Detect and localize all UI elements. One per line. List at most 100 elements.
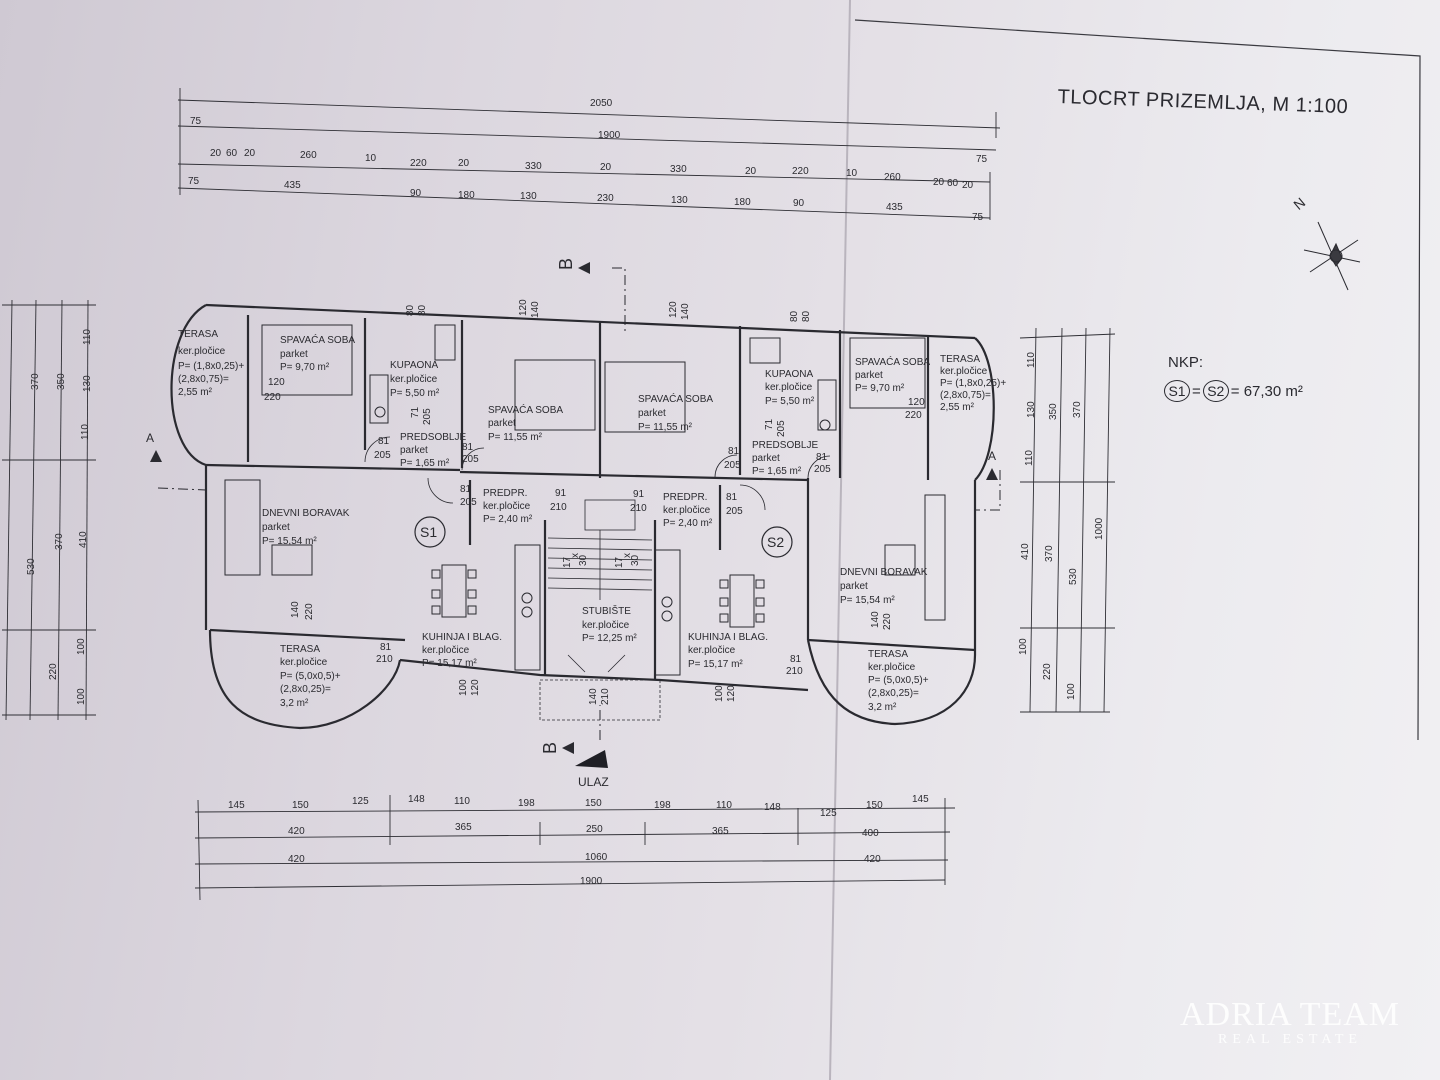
room-floor: parket <box>638 408 666 419</box>
dim-text: 210 <box>550 502 567 513</box>
room-name: PREDSOBLJE <box>752 440 818 451</box>
dim-text: 140 <box>680 303 691 320</box>
section-markers: A A B B <box>146 258 998 768</box>
beds <box>261 324 926 433</box>
dim-text: 205 <box>724 460 741 471</box>
section-lines <box>157 267 1001 740</box>
room-area: 2,55 m² <box>178 387 213 398</box>
dim-text: 90 <box>410 188 422 199</box>
room-area: (2,8x0,75)= <box>940 390 991 401</box>
room-predpr-1: PREDPR. ker.pločice P= 2,40 m² <box>483 488 533 525</box>
dim-text: 60 <box>226 148 238 159</box>
door-dims: 81 205 81 205 81 205 91 210 91 210 81 20… <box>264 299 925 705</box>
room-floor: ker.pločice <box>280 657 328 668</box>
room-floor: parket <box>280 349 308 360</box>
left-dim-text: 110 130 110 370 350 370 530 410 100 220 … <box>26 329 93 705</box>
dim-text: 435 <box>284 180 301 191</box>
equals-sign: = <box>1192 382 1201 400</box>
room-area: P= 15,17 m² <box>688 659 743 670</box>
entrance-label: ULAZ <box>578 775 609 789</box>
dim-text: 20 <box>933 177 945 188</box>
room-floor: parket <box>262 522 290 533</box>
dim-text: 145 <box>912 794 929 805</box>
dim-text: 220 <box>792 166 809 177</box>
paper-fold <box>829 0 851 1080</box>
dim-text: 100 <box>76 688 87 705</box>
dim-text: 75 <box>976 154 988 165</box>
room-stubiste: STUBIŠTE ker.pločice P= 12,25 m² <box>582 604 637 644</box>
dim-text: 20 <box>600 162 612 173</box>
dim-text: 365 <box>712 826 729 837</box>
left-dimensions <box>2 299 96 721</box>
dim-text: 80 <box>789 310 800 322</box>
dim-text: 410 <box>1020 543 1031 560</box>
room-kupaona-1: KUPAONA ker.pločice P= 5,50 m² <box>390 360 440 399</box>
dim-text: 120 <box>908 397 925 408</box>
room-floor: ker.pločice <box>868 662 916 673</box>
bottom-dim-row1: 145 150 125 148 110 198 150 198 110 148 … <box>228 794 929 819</box>
dim-text: 100 <box>1066 683 1077 700</box>
s1-badge: S1 <box>1164 380 1190 402</box>
dim-text: 180 <box>458 190 475 201</box>
room-area: P= 9,70 m² <box>280 362 330 373</box>
dim-text: 180 <box>734 197 751 208</box>
dim-text: 81 <box>790 654 802 665</box>
room-spavaca-1: SPAVAĆA SOBA parket P= 9,70 m² <box>280 333 355 373</box>
dining-table-right <box>719 574 765 628</box>
logo-sub-text: REAL ESTATE <box>1218 1032 1362 1047</box>
room-area: P= 2,40 m² <box>483 514 533 525</box>
dim-text: 145 <box>228 800 245 811</box>
dim-text: 140 <box>290 601 301 618</box>
dim-text: 100 <box>1018 638 1029 655</box>
arrow-up-icon <box>986 468 998 480</box>
room-area: 3,2 m² <box>868 702 897 713</box>
logo-main-text: ADRIA TEAM <box>1180 996 1400 1033</box>
dim-text: 120 <box>268 377 285 388</box>
section-a-left: A <box>146 431 154 445</box>
dim-text: 150 <box>866 800 883 811</box>
dim-text: 260 <box>884 172 901 183</box>
room-area: P= 1,65 m² <box>400 458 450 469</box>
dim-text: 1900 <box>580 876 603 887</box>
dim-text: 420 <box>288 854 305 865</box>
dim-text: 120 <box>470 679 481 696</box>
dim-text: 140 <box>870 611 881 628</box>
room-spavaca-2: SPAVAĆA SOBA parket P= 11,55 m² <box>488 403 563 443</box>
dim-text: 220 <box>410 158 427 169</box>
top-dim-1900: 1900 <box>598 130 621 141</box>
dim-text: 370 <box>30 373 41 390</box>
dim-text: 140 <box>588 688 599 705</box>
room-floor: ker.pločice <box>390 374 438 385</box>
dim-text: 1000 <box>1094 517 1105 540</box>
dim-text: x <box>622 553 633 558</box>
sofas <box>224 479 946 621</box>
dim-text: 210 <box>600 688 611 705</box>
room-area: (2,8x0,25)= <box>868 688 919 699</box>
dim-text: 205 <box>374 450 391 461</box>
dim-text: 90 <box>793 198 805 209</box>
dim-text: 71 <box>410 406 421 418</box>
dim-text: 198 <box>654 800 671 811</box>
dim-text: 20 <box>244 148 256 159</box>
dim-text: 370 <box>1072 401 1083 418</box>
room-name: SPAVAĆA SOBA <box>280 333 355 346</box>
room-area: P= 2,40 m² <box>663 518 713 529</box>
dining-table-left <box>431 564 477 618</box>
room-terasa-bottom-right: TERASA ker.pločice P= (5,0x0,5)+ (2,8x0,… <box>868 649 929 713</box>
dim-text: 148 <box>408 794 425 805</box>
entrance-arrow-icon <box>575 750 608 768</box>
dim-text: 110 <box>716 800 732 811</box>
room-terasa-top-right: TERASA ker.pločice P= (1,8x0,25)+ (2,8x0… <box>940 354 1006 413</box>
nkp-value: = 67,30 m² <box>1230 382 1303 400</box>
dim-text: 60 <box>947 178 959 189</box>
room-terasa-bottom-left: TERASA ker.pločice P= (5,0x0,5)+ (2,8x0,… <box>280 644 341 709</box>
dim-text: 220 <box>304 603 315 620</box>
dim-text: 400 <box>862 828 879 839</box>
dim-text: 81 <box>728 446 740 457</box>
dim-text: 205 <box>814 464 831 475</box>
dim-text: 20 <box>962 180 974 191</box>
room-floor: ker.pločice <box>940 366 988 377</box>
dim-text: 75 <box>188 176 200 187</box>
